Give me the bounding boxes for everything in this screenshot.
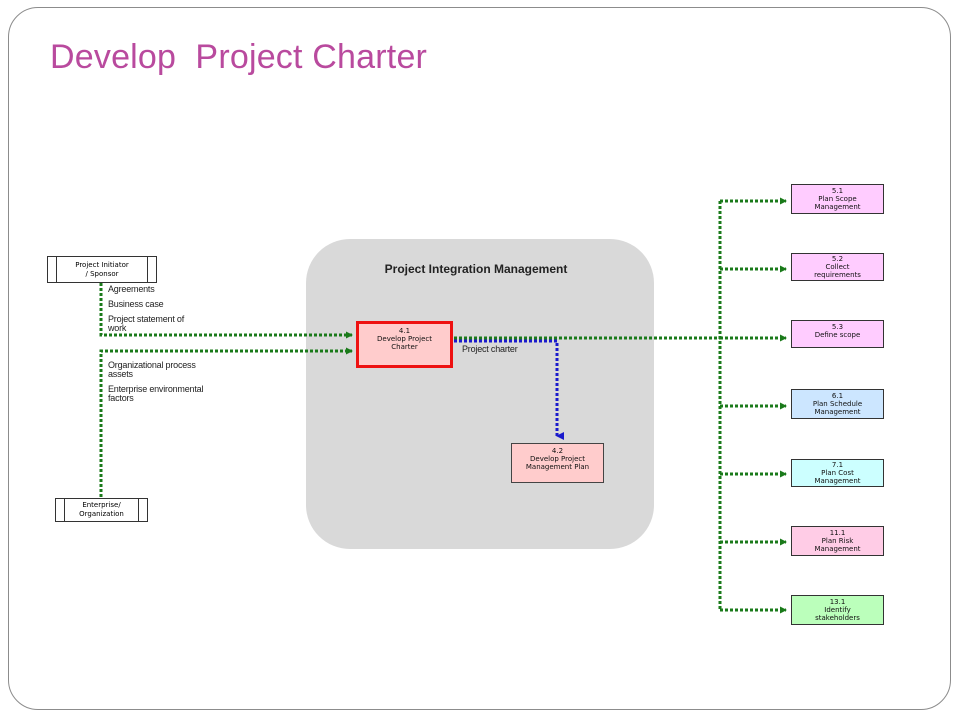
input-org-process-assets: Organizational process assets xyxy=(108,361,196,379)
target-7-1-plan-cost: 7.1 Plan Cost Management xyxy=(791,459,884,487)
process-4-2-line2: Develop Project xyxy=(530,455,585,463)
input-opa-line2: assets xyxy=(108,369,133,379)
target-5-3-line1: 5.3 xyxy=(831,323,844,331)
enterprise-to-charter-flow xyxy=(99,347,353,497)
slide-title: Develop Project Charter xyxy=(50,38,428,76)
target-6-1-line3: Management xyxy=(814,408,861,416)
target-5-1-line3: Management xyxy=(814,203,861,211)
input-eef-line1: Enterprise environmental xyxy=(108,384,204,394)
target-5-2-line1: 5.2 xyxy=(831,255,844,263)
target-5-3-define-scope: 5.3 Define scope xyxy=(791,320,884,348)
process-4-2-develop-pm-plan: 4.2 Develop Project Management Plan xyxy=(511,443,604,483)
sponsor-source-box: Project Initiator / Sponsor xyxy=(47,256,157,283)
input-sow-line1: Project statement of xyxy=(108,314,185,324)
process-4-2-line3: Management Plan xyxy=(525,463,590,471)
input-enterprise-env-factors: Enterprise environmental factors xyxy=(108,385,203,403)
input-sow-line2: work xyxy=(108,323,127,333)
target-5-2-collect-requirements: 5.2 Collect requirements xyxy=(791,253,884,281)
target-5-1-plan-scope: 5.1 Plan Scope Management xyxy=(791,184,884,214)
enterprise-source-box: Enterprise/ Organization xyxy=(55,498,148,522)
output-project-charter-label: Project charter xyxy=(462,344,518,354)
process-4-2-line1: 4.2 xyxy=(551,447,564,455)
sponsor-to-charter-flow xyxy=(99,283,353,339)
charter-to-4-2-flow xyxy=(454,339,564,440)
process-4-1-line2: Develop Project xyxy=(377,334,432,343)
input-statement-of-work: Project statement of work xyxy=(108,315,184,333)
target-6-1-line1: 6.1 xyxy=(831,392,844,400)
target-5-2-line2: Collect xyxy=(825,263,850,271)
target-6-1-line2: Plan Schedule xyxy=(812,400,863,408)
target-13-1-line2: Identify xyxy=(824,606,851,614)
target-5-1-line1: 5.1 xyxy=(831,187,844,195)
target-13-1-line3: stakeholders xyxy=(815,614,860,622)
target-5-3-line2: Define scope xyxy=(814,331,861,339)
sponsor-label-line1: Project Initiator xyxy=(75,260,129,269)
target-11-1-line3: Management xyxy=(814,545,861,553)
input-opa-line1: Organizational process xyxy=(108,360,196,370)
enterprise-label-line1: Enterprise/ xyxy=(82,501,121,509)
target-7-1-line1: 7.1 xyxy=(831,461,844,469)
enterprise-label-line2: Organization xyxy=(79,510,124,518)
target-7-1-line2: Plan Cost xyxy=(821,469,854,477)
target-5-1-line2: Plan Scope xyxy=(818,195,857,203)
process-4-1-line3: Charter xyxy=(391,342,418,351)
target-7-1-line3: Management xyxy=(814,477,861,485)
sponsor-label-line2: / Sponsor xyxy=(85,269,119,278)
target-11-1-plan-risk: 11.1 Plan Risk Management xyxy=(791,526,884,556)
target-11-1-line1: 11.1 xyxy=(829,529,846,537)
input-agreements: Agreements xyxy=(108,284,155,294)
target-5-2-line3: requirements xyxy=(814,271,861,279)
input-eef-line2: factors xyxy=(108,393,134,403)
integration-group-panel xyxy=(306,239,654,549)
process-4-1-develop-charter: 4.1 Develop Project Charter xyxy=(356,321,453,368)
process-4-1-line1: 4.1 xyxy=(398,326,411,335)
target-13-1-identify-stakeholders: 13.1 Identify stakeholders xyxy=(791,595,884,625)
target-13-1-line1: 13.1 xyxy=(829,598,846,606)
input-business-case: Business case xyxy=(108,299,164,309)
integration-group-title: Project Integration Management xyxy=(384,262,568,276)
target-11-1-line2: Plan Risk xyxy=(821,537,854,545)
target-6-1-plan-schedule: 6.1 Plan Schedule Management xyxy=(791,389,884,419)
